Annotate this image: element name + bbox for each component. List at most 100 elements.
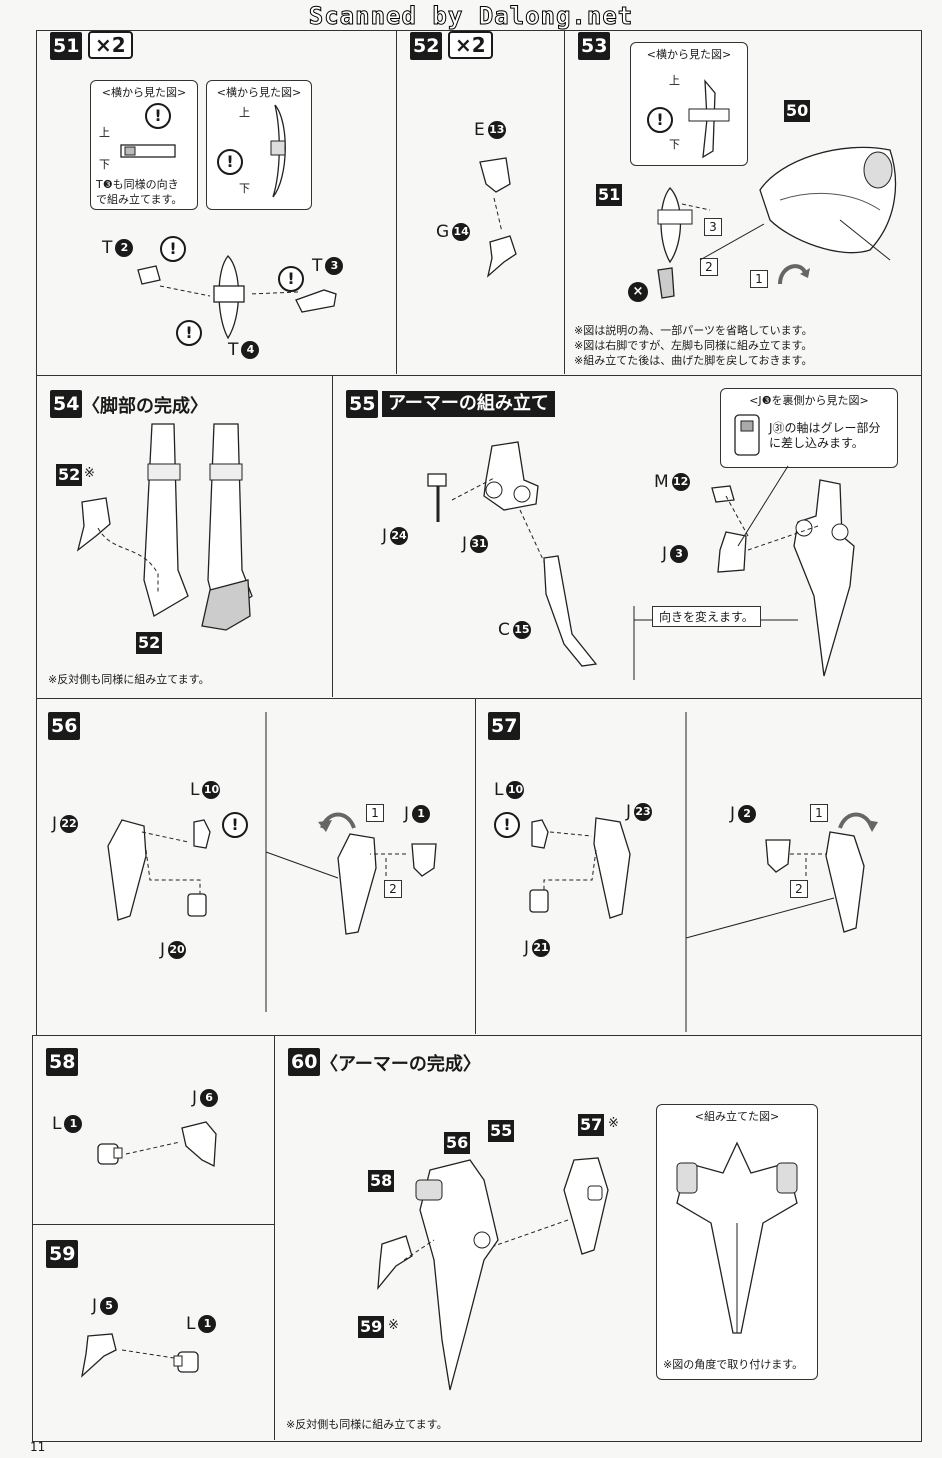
order-step-1: 1 — [750, 270, 768, 288]
part-number: 22 — [60, 815, 79, 833]
caution-icon: ! — [278, 266, 304, 292]
part-number: 3 — [325, 257, 344, 275]
ref-mark: ※ — [608, 1116, 619, 1131]
assembly-arrow — [370, 853, 406, 878]
side-view-box-2: <横から見た図> 上 下 ! — [206, 80, 312, 210]
note-60: ※反対側も同様に組み立てます。 — [286, 1418, 448, 1431]
part-letter: J — [404, 804, 410, 824]
ref-number: 52 — [58, 465, 81, 484]
part-l1 — [173, 1351, 199, 1373]
assembled-figure — [676, 1141, 798, 1334]
assembly-arrow — [125, 1141, 181, 1155]
connector-lines — [685, 712, 835, 1032]
legs-assembly — [143, 423, 253, 631]
part-side-view — [120, 144, 176, 158]
step-title-54: 〈脚部の完成〉 — [82, 396, 208, 417]
part-letter: J — [52, 814, 58, 834]
remove-icon: × — [628, 282, 648, 302]
part-j3 — [717, 531, 747, 573]
part-l10 — [531, 819, 549, 849]
step-number-60: 60 — [288, 1048, 321, 1076]
part-j1 — [411, 843, 437, 877]
part-g14 — [486, 235, 517, 278]
assembled-view-box: <組み立てた図> ※図の角度で取り付けます。 — [656, 1104, 818, 1380]
part-number: 6 — [200, 1089, 219, 1107]
label-up: 上 — [239, 106, 250, 119]
page-number: 11 — [30, 1440, 46, 1454]
part-number: 4 — [241, 341, 260, 359]
part-back-view — [734, 414, 760, 456]
part-number: 2 — [115, 239, 134, 257]
ref-step-50: 50 — [784, 100, 811, 122]
part-side-view — [270, 104, 286, 198]
caution-icon: ! — [217, 149, 243, 175]
part-number: 24 — [390, 527, 409, 545]
order-step-2: 2 — [700, 258, 718, 276]
part-letter: J — [160, 940, 166, 960]
part-letter: L — [52, 1114, 62, 1134]
part-j20 — [187, 893, 207, 917]
note-54: ※反対側も同様に組み立てます。 — [48, 673, 210, 686]
divider-54-55 — [332, 375, 333, 697]
part-number: 13 — [487, 121, 506, 139]
part-l1 — [97, 1143, 123, 1165]
part-letter: C — [498, 620, 510, 640]
part-letter: J — [626, 802, 632, 822]
part-letter: T — [312, 256, 323, 276]
watermark: Scanned by Dalong.net — [308, 2, 634, 31]
part-c15 — [543, 555, 598, 667]
part-number: 1 — [412, 805, 431, 823]
step-number-52: 52 — [410, 32, 443, 60]
part-t3 — [295, 289, 337, 313]
part-letter: J — [524, 938, 530, 958]
note-53-3: ※組み立てた後は、曲げた脚を戻しておきます。 — [574, 354, 813, 367]
step-number-56: 56 — [48, 712, 81, 740]
divider-51-52 — [396, 30, 397, 374]
part-number: 20 — [168, 941, 187, 959]
part-letter: T — [102, 238, 113, 258]
assembly-arrows — [725, 465, 819, 551]
part-letter: J — [382, 526, 388, 546]
back-view-box: <J❸を裏側から見た図> J㉛の軸はグレー部分 に差し込みます。 — [720, 388, 898, 468]
assembly-arrows — [159, 285, 299, 297]
rotate-arrow — [778, 264, 810, 285]
caution-icon: ! — [145, 103, 171, 129]
step-number-54: 54 — [50, 390, 83, 418]
part-52-loose — [76, 497, 111, 552]
ref-step-52b: 52 — [136, 632, 163, 654]
part-j31 — [483, 441, 539, 511]
label-up: 上 — [669, 74, 680, 87]
caution-icon: ! — [160, 236, 186, 262]
part-number: 1 — [64, 1115, 83, 1133]
part-number: 12 — [671, 473, 690, 491]
orientation-tag: 向きを変えます。 — [652, 606, 761, 627]
divider-58-60 — [274, 1035, 275, 1440]
box-note: ※図の角度で取り付けます。 — [663, 1358, 804, 1371]
step-number-53: 53 — [578, 32, 611, 60]
side-view-box-1: <横から見た図> ! 上 下 T❸も同様の向き で組み立てます。 — [90, 80, 198, 210]
rotate-arrow — [318, 812, 356, 832]
part-letter: L — [186, 1314, 196, 1334]
side-view-box: <横から見た図> 上 下 ! — [630, 42, 748, 166]
assembly-arrow — [97, 527, 159, 594]
assembly-arrows — [451, 477, 547, 567]
assembly-arrows — [543, 831, 597, 894]
caution-icon: ! — [494, 812, 520, 838]
part-number: 10 — [506, 781, 525, 799]
ref-step-52a: 52 — [56, 464, 83, 486]
part-letter: L — [494, 780, 504, 800]
assembly-arrows — [403, 1219, 569, 1261]
part-letter: G — [436, 222, 450, 242]
assembly-arrow — [121, 1349, 175, 1359]
box-title: <J❸を裏側から見た図> — [749, 394, 869, 407]
